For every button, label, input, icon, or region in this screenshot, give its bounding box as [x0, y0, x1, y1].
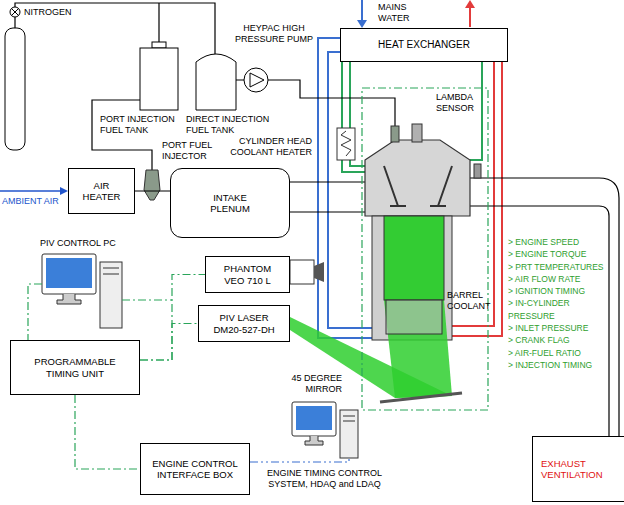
- measurement-boundary: [362, 88, 488, 410]
- laser-sheet: [384, 300, 452, 398]
- intake-pipe: [290, 182, 365, 212]
- water-inlet-line: [361, 0, 363, 21]
- laser-box: PIV LASER DM20-527-DH: [198, 305, 290, 342]
- air-inlet-arrow: [60, 187, 68, 195]
- computer-label: PIV CONTROL PC: [40, 238, 116, 249]
- signal-line: [75, 395, 140, 469]
- drive-bay: [343, 416, 355, 421]
- computer-tower: [100, 262, 122, 328]
- direct-injector: [391, 126, 399, 142]
- pump-symbol: [250, 73, 264, 87]
- pipe-connector: [135, 190, 170, 191]
- signal-line: [140, 275, 205, 361]
- mirror-label: 45 DEGREE MIRROR: [282, 373, 342, 396]
- gas-cylinder: [5, 28, 25, 150]
- exchanger-box: HEAT EXCHANGER: [340, 28, 508, 62]
- computer-screen: [296, 406, 332, 430]
- fuel-tank: [196, 54, 236, 110]
- heater-box: AIR HEATER: [68, 168, 135, 214]
- lambda-probe: [474, 164, 481, 178]
- engine-valve: [384, 166, 452, 206]
- measurement-item: > ENGINE TORQUE: [508, 248, 604, 260]
- control-line: [250, 458, 349, 462]
- nitrogen-line: [15, 3, 215, 54]
- timing-unit-box: PROGRAMMABLE TIMING UNIT: [10, 340, 140, 395]
- fuel-tank: [140, 48, 178, 110]
- tank-label: DIRECT INJECTION FUEL TANK: [186, 114, 276, 137]
- box-label: PIV LASER DM20-527-DH: [211, 312, 277, 335]
- measurement-item: > AIR FLOW RATE: [508, 273, 604, 285]
- gas-valve: [12, 9, 19, 16]
- box-label: HEAT EXCHANGER: [378, 39, 470, 51]
- camera-lens: [314, 262, 324, 282]
- mirror: [380, 393, 462, 402]
- measurement-item: > INLET PRESSURE: [508, 322, 604, 334]
- box-label: ENGINE CONTROL INTERFACE BOX: [147, 458, 243, 481]
- water-outlet-line: [469, 7, 471, 27]
- water-label: MAINS WATER: [378, 2, 423, 25]
- measurement-item: > PRT TEMPERATURES: [508, 261, 604, 273]
- measurement-item: > AIR-FUEL RATIO: [508, 347, 604, 359]
- exhaust-pipe: [470, 178, 619, 436]
- optical-piston: [386, 300, 442, 334]
- spark-plug: [412, 124, 422, 142]
- coolant-label: BARREL COOLANT: [447, 290, 491, 313]
- signal-line: [28, 284, 172, 340]
- water-inlet-arrow: [357, 20, 367, 28]
- computer-tower: [340, 410, 358, 458]
- tank-label: PORT INJECTION FUEL TANK: [100, 114, 180, 137]
- monitor-stand: [305, 436, 323, 445]
- cylinder-head: [365, 140, 470, 216]
- ventilation-box: EXHAUST VENTILATION: [532, 436, 624, 502]
- measurement-item: > IN-CYLINDER PRESSURE: [508, 297, 588, 322]
- box-label: PHANTOM VEO 710 L: [218, 263, 278, 286]
- sensor-label: LAMBDA SENSOR: [436, 92, 478, 115]
- measurement-item: > INJECTION TIMING: [508, 359, 604, 371]
- box-label: AIR HEATER: [77, 180, 127, 203]
- inlet-label: AMBIENT AIR: [2, 196, 59, 207]
- computer-monitor: [292, 402, 336, 436]
- fuel-injector: [144, 170, 160, 200]
- box-label: EXHAUST VENTILATION: [541, 458, 617, 481]
- pump-label: HEYPAC HIGH PRESSURE PUMP: [232, 23, 316, 46]
- plenum-box: INTAKE PLENUM: [170, 168, 290, 238]
- camera-box: PHANTOM VEO 710 L: [205, 256, 290, 293]
- injector-label: PORT FUEL INJECTOR: [162, 140, 218, 163]
- computer-label: ENGINE TIMING CONTROL SYSTEM, HDAQ and L…: [262, 468, 387, 491]
- drive-bay: [103, 268, 119, 274]
- gas-valve: [10, 7, 20, 17]
- computer-monitor: [42, 254, 96, 294]
- measurement-item: > ENGINE SPEED: [508, 236, 604, 248]
- measurement-item: > IGNITION TIMING: [508, 285, 604, 297]
- cold-coolant-pipe: [318, 38, 372, 338]
- signal-line: [140, 324, 198, 361]
- air-inlet-arrow: [0, 190, 62, 192]
- camera-body: [290, 260, 314, 284]
- heater-symbol: [341, 131, 351, 156]
- box-label: INTAKE PLENUM: [203, 192, 258, 215]
- pump-symbol: [244, 68, 268, 92]
- water-outlet-arrow: [465, 0, 475, 8]
- heater-label: CYLINDER HEAD COOLANT HEATER: [224, 136, 312, 159]
- heater-symbol: [337, 128, 355, 160]
- monitor-stand: [57, 294, 81, 304]
- measurement-item: > CRANK FLAG: [508, 334, 604, 346]
- tank-cap: [152, 42, 166, 48]
- interface-box: ENGINE CONTROL INTERFACE BOX: [140, 443, 250, 495]
- gas-label: NITROGEN: [24, 7, 72, 18]
- box-label: PROGRAMMABLE TIMING UNIT: [25, 356, 125, 379]
- computer-screen: [46, 258, 92, 288]
- measurement-list: > ENGINE SPEED> ENGINE TORQUE> PRT TEMPE…: [508, 236, 604, 371]
- cylinder-barrel: [372, 216, 452, 340]
- illuminated-bore: [384, 216, 444, 300]
